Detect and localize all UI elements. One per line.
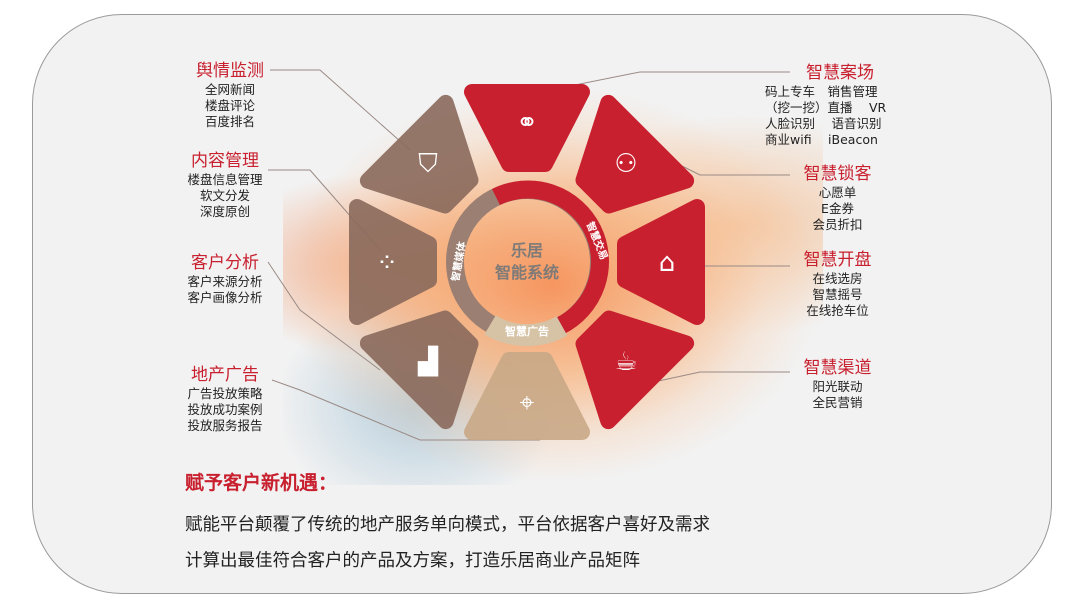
summary-line: 计算出最佳符合客户的产品及方案，打造乐居商业产品矩阵: [185, 551, 640, 571]
group-item: E金券: [821, 201, 854, 216]
trade-arc: [492, 180, 609, 335]
group-item: 码上专车 销售管理: [765, 84, 878, 99]
connector-line: [267, 261, 381, 371]
connector-line: [270, 69, 411, 151]
summary: 赋予客户新机遇： 赋能平台颠覆了传统的地产服务单向模式，平台依据客户喜好及需求 …: [185, 468, 710, 579]
tile-apps: [349, 199, 437, 325]
group-item: 百度排名: [204, 114, 255, 129]
group-item: 全网新闻: [204, 82, 255, 97]
coffee-cup-icon: ☕: [614, 347, 637, 377]
group-channel: 智慧渠道 阳光联动 全民营销: [790, 357, 885, 411]
balloon-icon: ⚭: [516, 108, 538, 138]
user-lock-icon: ⚇: [614, 149, 637, 179]
bar-chart-icon: ▟: [417, 345, 439, 377]
group-title: 智慧渠道: [803, 358, 872, 378]
group-sales-site: 智慧案场 码上专车 销售管理 （挖一挖）直播 VR 人脸识别 语音识别 商业wi…: [765, 62, 915, 148]
group-content: 内容管理 楼盘信息管理 软文分发 深度原创: [175, 150, 275, 220]
tile-coffee-cup: [575, 310, 695, 430]
group-title: 客户分析: [191, 253, 259, 273]
group-item: 广告投放策略: [187, 386, 263, 401]
group-title: 智慧锁客: [803, 164, 872, 184]
bank-icon: ⌂: [659, 248, 676, 278]
group-sentiment: 舆情监测 全网新闻 楼盘评论 百度排名: [180, 60, 280, 130]
group-ads: 地产广告 广告投放策略 投放成功案例 投放服务报告: [175, 364, 275, 434]
group-item: 投放成功案例: [187, 402, 263, 417]
summary-line: 赋能平台颠覆了传统的地产服务单向模式，平台依据客户喜好及需求: [185, 515, 710, 535]
group-item: 心愿单: [818, 185, 857, 200]
group-item: 全民营销: [812, 395, 863, 410]
group-item: 软文分发: [199, 188, 250, 203]
group-item: 客户来源分析: [187, 274, 263, 289]
group-item: 会员折扣: [812, 217, 863, 232]
group-item: 在线选房: [812, 271, 863, 286]
tile-balloon: [464, 84, 590, 172]
tile-bar-chart: [359, 310, 479, 430]
group-opening: 智慧开盘 在线选房 智慧摇号 在线抢车位: [790, 249, 885, 319]
tile-shield-pulse: [359, 94, 479, 214]
arc-label-ad: 智慧广告: [505, 324, 549, 338]
group-title: 地产广告: [191, 365, 259, 385]
tile-bank: [617, 199, 705, 325]
group-title: 舆情监测: [196, 61, 264, 81]
group-title: 智慧案场: [806, 63, 874, 83]
group-item: 深度原创: [199, 204, 250, 219]
group-lock-client: 智慧锁客 心愿单 E金券 会员折扣: [790, 163, 885, 233]
group-item: 楼盘信息管理: [187, 172, 263, 187]
ad-arc: [484, 315, 568, 347]
group-title: 智慧开盘: [803, 250, 872, 270]
apps-icon: ⁘: [376, 248, 398, 278]
group-title: 内容管理: [191, 151, 259, 171]
shield-pulse-icon: ⛉: [418, 149, 438, 179]
group-item: 商业wifi iBeacon: [765, 132, 878, 147]
center-title-1: 乐居: [511, 241, 543, 260]
tile-target: [464, 352, 590, 440]
group-item: 阳光联动: [812, 379, 863, 394]
group-item: 楼盘评论: [204, 98, 255, 113]
summary-heading: 赋予客户新机遇：: [185, 472, 338, 494]
tile-user-lock: [575, 94, 695, 214]
center-title-2: 智能系统: [495, 263, 559, 282]
group-item: 投放服务报告: [187, 418, 263, 433]
group-item: （挖一挖）直播 VR: [765, 100, 887, 115]
group-item: 智慧摇号: [812, 287, 863, 302]
group-item: 人脸识别 语音识别: [765, 116, 882, 131]
group-item: 客户画像分析: [187, 290, 263, 305]
group-customer: 客户分析 客户来源分析 客户画像分析: [170, 252, 280, 306]
target-icon: ⌖: [520, 388, 535, 418]
group-item: 在线抢车位: [806, 303, 869, 318]
